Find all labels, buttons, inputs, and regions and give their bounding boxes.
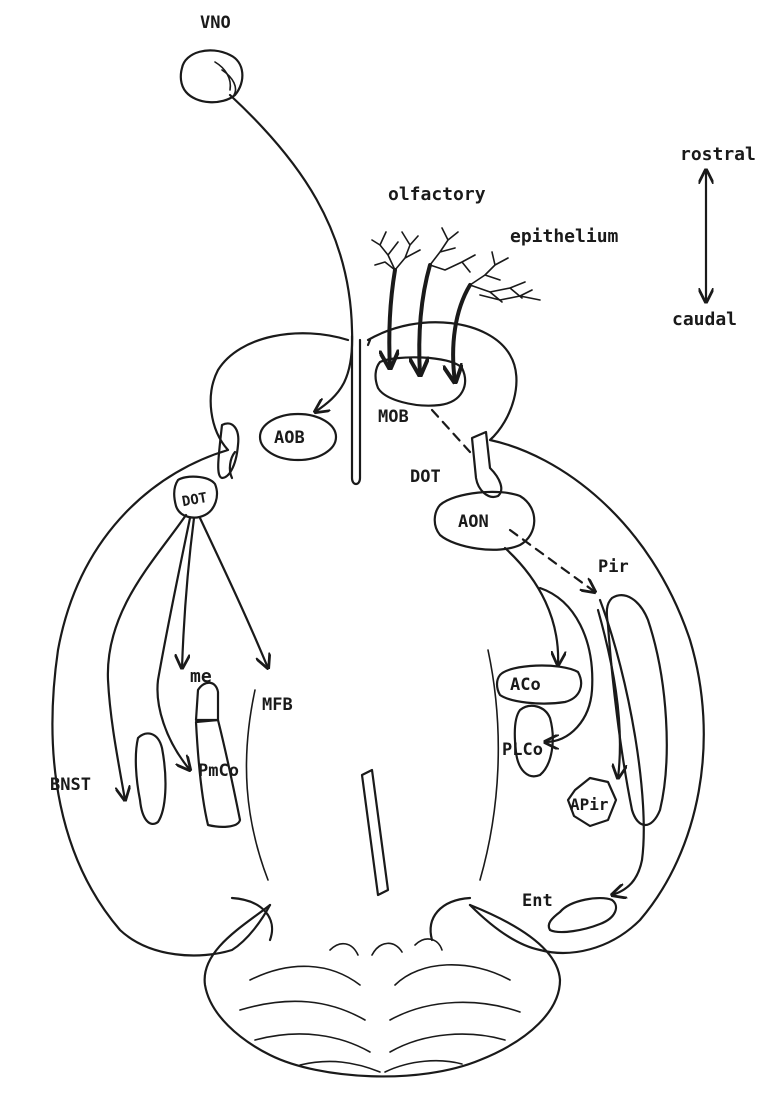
- vno: VNO: [181, 13, 352, 412]
- rostral-label: rostral: [680, 144, 756, 165]
- pir-region: Pir: [598, 557, 667, 895]
- plco-label: PLCo: [502, 740, 543, 760]
- left-dot-region: DOT: [108, 424, 268, 800]
- aon-region: AON: [435, 492, 595, 742]
- apir-region: APir: [568, 778, 616, 826]
- vno-organ: [181, 50, 243, 102]
- dot-right-label: DOT: [410, 467, 441, 487]
- aco-label: ACo: [510, 675, 541, 695]
- pmco-label: PmCo: [198, 761, 239, 781]
- mfb-label: MFB: [262, 695, 293, 715]
- vno-label: VNO: [200, 13, 231, 33]
- right-inner-lobe: [431, 898, 470, 940]
- ent-region: Ent: [522, 891, 616, 932]
- aon-to-aco-pathway: [505, 548, 558, 665]
- apir-label: APir: [570, 795, 609, 814]
- right-dot-region: DOT: [410, 410, 501, 497]
- orientation-indicator: rostral caudal: [672, 144, 756, 330]
- bnst-label: BNST: [50, 775, 91, 795]
- mob-to-dot-dashed: [432, 410, 470, 452]
- dot-to-me-pathway: [182, 518, 194, 668]
- aob-label: AOB: [274, 428, 305, 448]
- midline-left: [352, 336, 360, 484]
- brain-outline: [52, 322, 703, 1076]
- aon-label: AON: [458, 512, 489, 532]
- right-inner-boundary: [480, 650, 498, 880]
- dot-to-bnst-pathway: [108, 515, 186, 800]
- me-outline: [196, 683, 218, 720]
- vno-to-aob-pathway: [230, 95, 352, 412]
- dot-to-pmco-pathway: [157, 518, 190, 770]
- epithelium-label: epithelium: [510, 226, 619, 247]
- me-label: me: [190, 666, 212, 687]
- me-region: me: [190, 666, 218, 720]
- aco-region: ACo: [497, 666, 581, 704]
- aon-to-pir-dashed: [510, 530, 595, 592]
- ent-outline: [549, 898, 616, 932]
- mob-label: MOB: [378, 407, 409, 427]
- cerebellum-outline: [205, 905, 560, 1076]
- pir-label: Pir: [598, 557, 629, 577]
- left-inner-boundary: [246, 690, 268, 880]
- olfactory-epithelium: olfactory epithelium: [372, 184, 619, 382]
- mfb-region: MFB: [262, 695, 293, 715]
- cerebellum-folia: [240, 939, 520, 1072]
- dot-left-label: DOT: [181, 490, 209, 510]
- dot-to-mfb-pathway: [200, 518, 268, 668]
- bnst-outline: [136, 733, 166, 824]
- caudal-label: caudal: [672, 309, 737, 330]
- left-hemisphere-outline: [52, 333, 348, 955]
- olfactory-label: olfactory: [388, 184, 486, 205]
- aob-region: AOB: [260, 414, 336, 460]
- central-structure: [362, 770, 388, 895]
- pmco-region: PmCo: [196, 720, 240, 827]
- ent-label: Ent: [522, 891, 553, 911]
- bnst-region: BNST: [50, 733, 165, 824]
- pir-outline: [607, 595, 667, 825]
